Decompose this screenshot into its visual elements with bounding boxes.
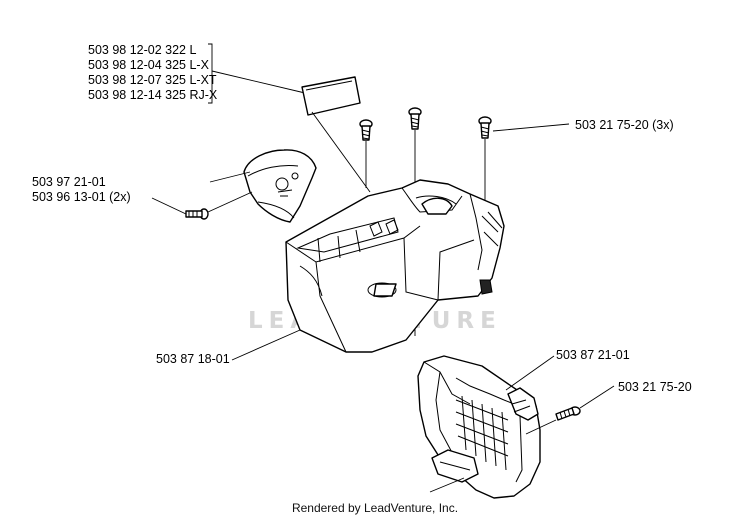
air-filter-cover-leader: [505, 355, 555, 391]
screw-left: [359, 119, 373, 188]
cap-part: [243, 149, 317, 223]
footer-credit: Rendered by LeadVenture, Inc.: [291, 501, 459, 515]
label-screws-3x[interactable]: 503 21 75-20 (3x): [575, 118, 674, 132]
sticker-part-number[interactable]: 503 98 12-04 325 L-X: [88, 58, 209, 72]
screws-3x-leader: [492, 123, 570, 132]
cap-screw: [185, 191, 253, 220]
filter-bottom-leader: [429, 477, 465, 493]
sticker-part-number[interactable]: 503 98 12-02 322 L: [88, 43, 197, 57]
cap-leader: [209, 171, 251, 183]
label-top-cover[interactable]: 503 87 18-01: [156, 352, 230, 366]
sticker-leader: [311, 111, 371, 193]
label-air-filter-cover[interactable]: 503 87 21-01: [556, 348, 630, 362]
cap-screw-leader: [151, 197, 187, 215]
sticker-part-list: 503 98 12-02 322 L 503 98 12-04 325 L-X …: [88, 43, 217, 103]
sticker-bracket: [208, 43, 306, 104]
sticker-decal: [301, 76, 361, 116]
sticker-part-number[interactable]: 503 98 12-07 325 L-XT: [88, 73, 217, 87]
top-cover-part: [285, 179, 505, 353]
sticker-part-number[interactable]: 503 98 12-14 325 RJ-X: [88, 88, 218, 102]
filter-screw-leader: [579, 385, 615, 409]
top-cover-leader: [231, 329, 301, 361]
label-cap[interactable]: 503 97 21-01: [32, 175, 106, 189]
air-filter-cover-part: [417, 355, 541, 499]
label-cap-screw[interactable]: 503 96 13-01 (2x): [32, 190, 131, 204]
filter-screw: [525, 406, 581, 435]
label-filter-screw[interactable]: 503 21 75-20: [618, 380, 692, 394]
